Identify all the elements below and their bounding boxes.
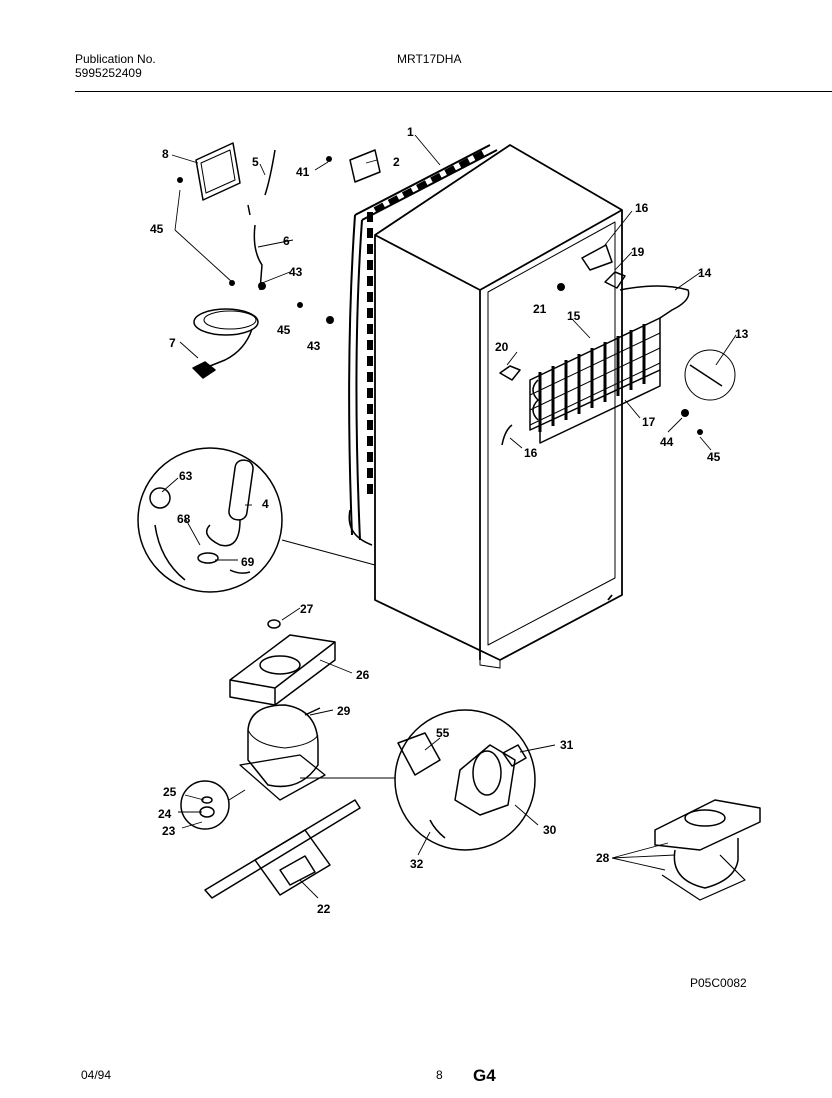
damper-control bbox=[581, 244, 613, 271]
cold-control-box bbox=[195, 142, 241, 201]
callout-4: 4 bbox=[262, 497, 269, 511]
callout-14: 14 bbox=[698, 266, 712, 280]
page-number: 8 bbox=[436, 1068, 443, 1082]
callout-23: 23 bbox=[162, 824, 176, 838]
callout-45-c: 45 bbox=[707, 450, 721, 464]
callout-22: 22 bbox=[317, 902, 331, 916]
callout-21: 21 bbox=[533, 302, 547, 316]
thermistor bbox=[604, 271, 626, 289]
callout-8: 8 bbox=[162, 147, 169, 161]
leader-lines bbox=[161, 134, 737, 899]
callout-15: 15 bbox=[567, 309, 581, 323]
wire-harness bbox=[247, 149, 276, 291]
power-cord bbox=[192, 308, 259, 379]
section-code: G4 bbox=[473, 1066, 496, 1085]
callout-32: 32 bbox=[410, 857, 424, 871]
evaporator bbox=[529, 317, 661, 444]
callout-17: 17 bbox=[642, 415, 656, 429]
callout-5: 5 bbox=[252, 155, 259, 169]
callout-18: 16 bbox=[635, 201, 649, 215]
callout-25: 25 bbox=[163, 785, 177, 799]
callout-16-top: 18 bbox=[635, 201, 649, 215]
condenser-coil bbox=[348, 144, 498, 546]
clip-20 bbox=[499, 365, 521, 381]
fasteners bbox=[177, 156, 703, 435]
grommet bbox=[267, 619, 281, 629]
publication-label: Publication No. bbox=[75, 52, 156, 66]
callout-16: 16 bbox=[524, 446, 538, 460]
callout-27: 27 bbox=[300, 602, 314, 616]
callout-31: 31 bbox=[560, 738, 574, 752]
heater-13 bbox=[689, 364, 723, 387]
callout-45-b: 45 bbox=[277, 323, 291, 337]
callout-20: 20 bbox=[495, 340, 509, 354]
callout-69: 69 bbox=[241, 555, 255, 569]
figure-code: P05C0082 bbox=[690, 976, 747, 990]
publication-number: 5995252409 bbox=[75, 66, 142, 80]
compressor-assembly bbox=[654, 799, 761, 901]
callout-29: 29 bbox=[337, 704, 351, 718]
header-rule bbox=[75, 91, 832, 92]
filter-drier-detail bbox=[137, 447, 376, 593]
callout-68: 68 bbox=[177, 512, 191, 526]
model-number: MRT17DHA bbox=[397, 52, 462, 66]
defrost-tube bbox=[619, 285, 690, 319]
bracket-2 bbox=[349, 149, 381, 183]
callout-6: 6 bbox=[283, 234, 290, 248]
callout-19: 19 bbox=[631, 245, 645, 259]
callout-55: 55 bbox=[436, 726, 450, 740]
callout-28: 28 bbox=[596, 851, 610, 865]
detail-13-circle bbox=[684, 349, 736, 401]
callout-24: 24 bbox=[158, 807, 172, 821]
callout-7: 7 bbox=[169, 336, 176, 350]
refrigerator-cabinet bbox=[374, 144, 623, 669]
compressor bbox=[239, 704, 326, 801]
base-rail bbox=[204, 799, 361, 899]
callout-2: 2 bbox=[393, 155, 400, 169]
footer-date: 04/94 bbox=[81, 1068, 112, 1082]
drain-pan bbox=[229, 634, 336, 706]
drain-tube-16 bbox=[501, 424, 513, 446]
relay-overload-detail bbox=[300, 709, 536, 851]
callout-1: 1 bbox=[407, 125, 414, 139]
callout-30: 30 bbox=[543, 823, 557, 837]
callout-43-b: 43 bbox=[307, 339, 321, 353]
callout-43-a: 43 bbox=[289, 265, 303, 279]
callout-63: 63 bbox=[179, 469, 193, 483]
callout-26: 26 bbox=[356, 668, 370, 682]
callout-45-a: 45 bbox=[150, 222, 164, 236]
grommet-detail bbox=[180, 780, 246, 830]
callout-13: 13 bbox=[735, 327, 749, 341]
callout-44: 44 bbox=[660, 435, 674, 449]
callout-41: 41 bbox=[296, 165, 310, 179]
callout-labels: 1 2 4 5 6 7 8 13 14 15 16 16 17 18 19 20… bbox=[150, 125, 749, 916]
